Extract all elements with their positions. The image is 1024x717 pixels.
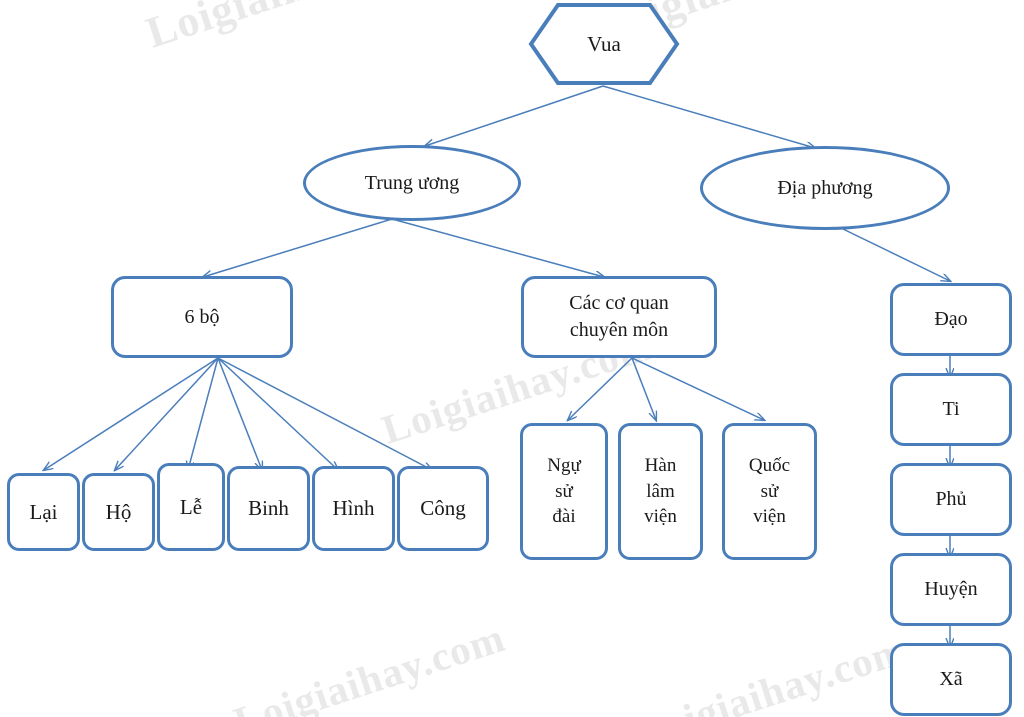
- watermark: Loigiaihay.com: [630, 625, 913, 717]
- node-cac-co-quan-chuyen-mon[interactable]: Các cơ quan chuyên môn: [521, 276, 717, 358]
- node-label-line2: lâm: [646, 480, 675, 502]
- node-local-huyen[interactable]: Huyện: [890, 553, 1012, 626]
- watermark: Loigiaihay.com: [228, 613, 511, 717]
- node-ministry-cong[interactable]: Công: [397, 466, 489, 551]
- node-ministry-le[interactable]: Lễ: [157, 463, 225, 551]
- node-local-xa[interactable]: Xã: [890, 643, 1012, 716]
- node-ministry-hinh[interactable]: Hình: [312, 466, 395, 551]
- node-vua[interactable]: Vua: [528, 2, 680, 86]
- node-dia-phuong[interactable]: Địa phương: [700, 146, 950, 230]
- node-ministry-lai[interactable]: Lại: [7, 473, 80, 551]
- node-local-ti[interactable]: Ti: [890, 373, 1012, 446]
- node-label: Vua: [587, 31, 621, 56]
- node-local-dao[interactable]: Đạo: [890, 283, 1012, 356]
- node-local-phu[interactable]: Phủ: [890, 463, 1012, 536]
- node-6-bo[interactable]: 6 bộ: [111, 276, 293, 358]
- node-label-line3: đài: [552, 506, 576, 528]
- node-ministry-binh[interactable]: Binh: [227, 466, 310, 551]
- node-label: Huyện: [924, 578, 978, 600]
- hexagon-shape: [528, 2, 680, 85]
- node-label-line3: viện: [753, 506, 786, 528]
- node-label: Địa phương: [777, 176, 873, 199]
- node-agency-quoc-su-vien[interactable]: Quốc sử viện: [722, 423, 817, 560]
- node-label-line2: chuyên môn: [569, 319, 669, 341]
- node-agency-han-lam-vien[interactable]: Hàn lâm viện: [618, 423, 703, 560]
- node-label-line3: viện: [644, 506, 677, 528]
- node-label: 6 bộ: [184, 305, 220, 328]
- node-trung-uong[interactable]: Trung ương: [303, 145, 521, 221]
- node-label-line2: sử: [760, 480, 779, 502]
- node-label-line1: Ngự: [547, 455, 581, 477]
- node-label-line1: Các cơ quan: [569, 292, 669, 314]
- node-label: Binh: [248, 496, 289, 521]
- node-label: Xã: [939, 668, 963, 690]
- node-label: Đạo: [934, 308, 968, 330]
- node-label: Công: [420, 496, 466, 521]
- node-label: Lại: [29, 499, 58, 524]
- watermark: Loigiaihay.com: [140, 0, 442, 59]
- node-agency-ngu-su-dai[interactable]: Ngự sử đài: [520, 423, 608, 560]
- node-label: Trung ương: [364, 171, 460, 194]
- node-label: Phủ: [935, 488, 967, 510]
- node-label: Hình: [332, 496, 375, 521]
- node-label: Hộ: [105, 499, 132, 524]
- node-label-line2: sử: [555, 480, 573, 502]
- node-label-line1: Hàn: [644, 455, 677, 477]
- node-label-line1: Quốc: [748, 455, 791, 477]
- node-label: Ti: [942, 398, 960, 420]
- node-label: Lễ: [179, 494, 203, 519]
- node-ministry-ho[interactable]: Hộ: [82, 473, 155, 551]
